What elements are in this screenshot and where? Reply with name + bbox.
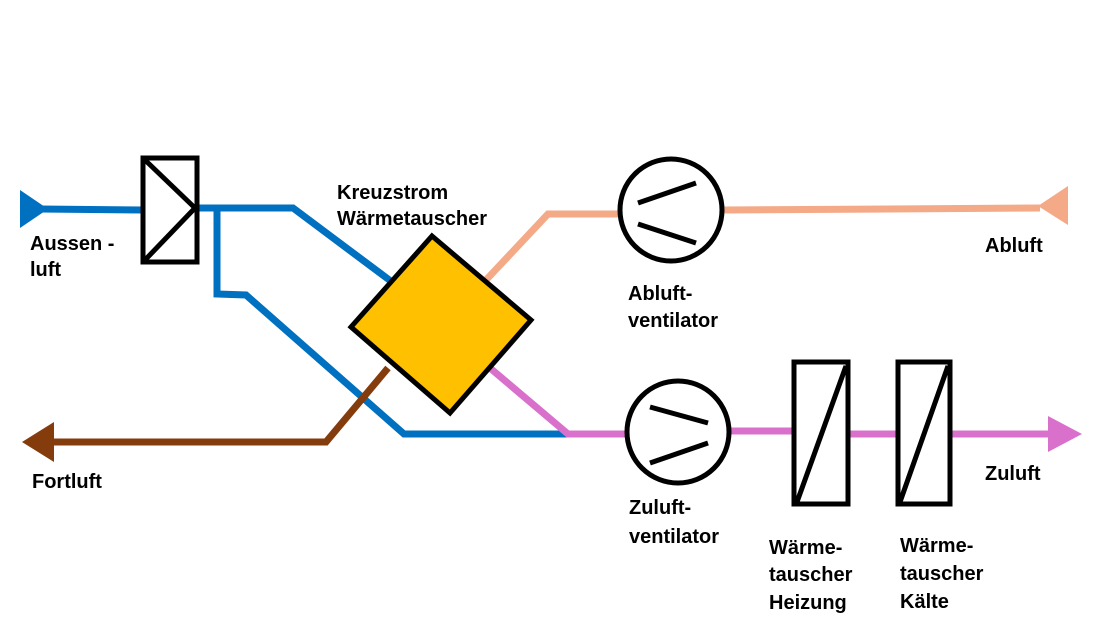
- zuluft-duct-from-exchanger: [487, 365, 627, 438]
- aussenluft-duct-to-exchanger: [197, 204, 395, 285]
- filter-diagonal-bottom: [143, 206, 197, 262]
- kaelte-label-line3: Kälte: [900, 591, 949, 613]
- zuluft-label: Zuluft: [985, 463, 1041, 485]
- zuluft-stream: [487, 365, 1082, 452]
- kreuzstrom-label-line2: Wärmetauscher: [337, 208, 487, 230]
- kaelte-diagonal: [897, 365, 951, 503]
- aussenluft-label-line1: Aussen -: [30, 233, 114, 255]
- aussenluft-duct-inlet: [39, 205, 144, 214]
- fortluft-outlet-arrow: [22, 422, 54, 462]
- zuluftventilator-circle: [624, 378, 732, 486]
- zuluftventilator-symbol[interactable]: [624, 378, 732, 486]
- waermetauscher-kaelte-symbol[interactable]: [895, 359, 953, 507]
- abluft-outlet-arrow: [1038, 186, 1068, 225]
- zuluftventilator-blade-top: [649, 404, 709, 426]
- abluft-duct-to-fan: [483, 210, 620, 283]
- kreuzstrom-label-line1: Kreuzstrom: [337, 182, 448, 204]
- zuluftventilator-label-line1: Zuluft-: [629, 497, 691, 519]
- aussenluft-inlet-arrow: [20, 190, 48, 228]
- abluftventilator-circle: [617, 156, 725, 264]
- abluftventilator-blade-bottom: [637, 221, 697, 246]
- abluftventilator-symbol[interactable]: [617, 156, 725, 264]
- abluft-label: Abluft: [985, 235, 1043, 257]
- heizung-label-line3: Heizung: [769, 592, 847, 614]
- zuluftventilator-label-line2: ventilator: [629, 526, 719, 548]
- filter-box: [140, 155, 200, 265]
- abluft-duct-outlet: [721, 204, 1041, 214]
- abluftventilator-blade-top: [637, 180, 697, 206]
- heizung-label-line2: tauscher: [769, 564, 853, 586]
- zuluftventilator-blade-bottom: [649, 440, 709, 466]
- zuluft-outlet-arrow: [1048, 416, 1082, 452]
- filter-symbol[interactable]: [140, 155, 200, 265]
- aussenluft-duct-bypass: [213, 208, 568, 438]
- kaelte-label-line1: Wärme-: [900, 535, 973, 557]
- fortluft-label: Fortluft: [32, 471, 102, 493]
- filter-diagonal-top: [143, 158, 197, 210]
- aussenluft-stream: [20, 190, 568, 438]
- kreuzstrom-diamond: [347, 232, 535, 417]
- waermetauscher-heizung-symbol[interactable]: [791, 359, 851, 507]
- abluftventilator-label-line1: Abluft-: [628, 283, 692, 305]
- kreuzstrom-waermetauscher[interactable]: [347, 232, 535, 417]
- heizung-diagonal: [794, 365, 849, 503]
- kaelte-label-line2: tauscher: [900, 563, 984, 585]
- aussenluft-label-line2: luft: [30, 259, 61, 281]
- abluft-stream: [483, 186, 1068, 283]
- fortluft-duct: [48, 365, 391, 446]
- abluftventilator-label-line2: ventilator: [628, 310, 718, 332]
- heizung-label-line1: Wärme-: [769, 537, 842, 559]
- fortluft-stream: [22, 365, 391, 462]
